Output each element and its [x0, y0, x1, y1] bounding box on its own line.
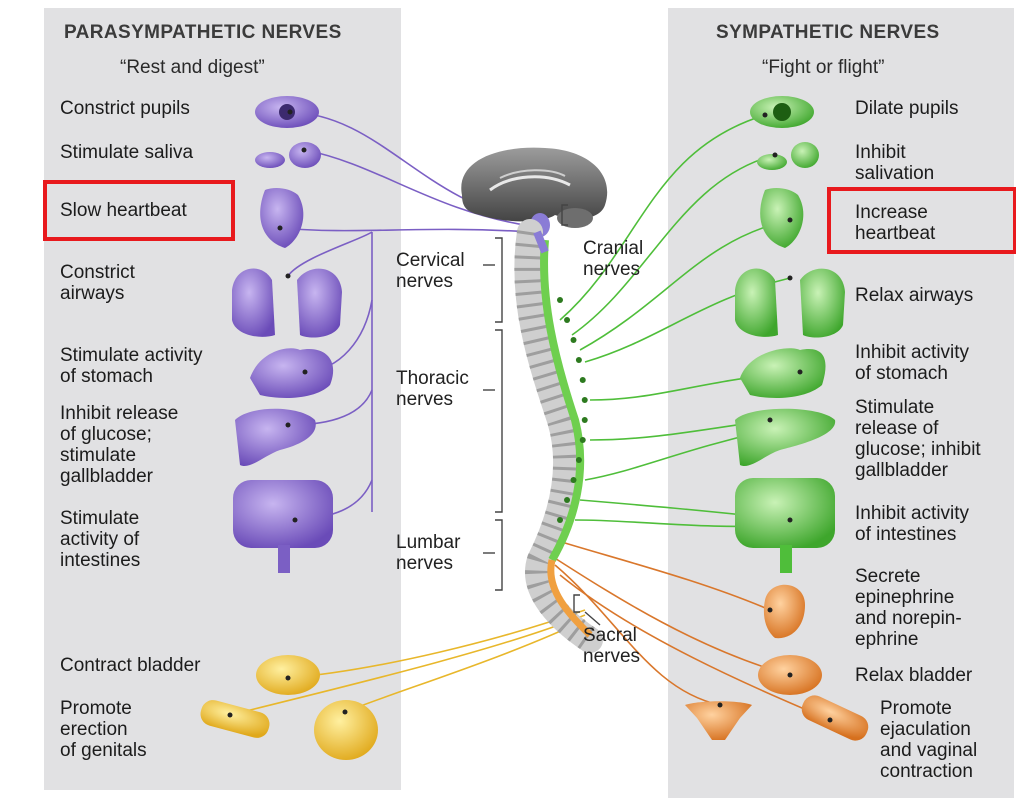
symp-liver-icon — [735, 409, 835, 466]
para-label-intestines: Stimulate activity of intestines — [60, 508, 140, 571]
sympathetic-title: SYMPATHETIC NERVES — [716, 22, 940, 44]
sympathetic-ganglion — [576, 357, 582, 363]
highlight-increase-heartbeat — [827, 187, 1016, 254]
highlight-slow-heartbeat — [43, 180, 235, 241]
sympathetic-ganglion — [564, 497, 570, 503]
sacral-nerves-label: Sacral nerves — [583, 625, 640, 667]
symp-salivary-icon — [757, 142, 819, 170]
parasympathetic-subtitle: “Rest and digest” — [120, 57, 265, 79]
sympathetic-subtitle: “Fight or flight” — [762, 57, 884, 79]
para-genitals-icon — [198, 697, 378, 760]
para-label-airways: Constrict airways — [60, 262, 135, 304]
para-intestines-icon — [233, 480, 333, 573]
para-label-stomach: Stimulate activity of stomach — [60, 345, 203, 387]
sympathetic-ganglion — [582, 417, 588, 423]
symp-label-glucose: Stimulate release of glucose; inhibit ga… — [855, 397, 981, 481]
sympathetic-ganglion — [557, 297, 563, 303]
sympathetic-ganglion — [571, 337, 577, 343]
sympathetic-ganglion — [564, 317, 570, 323]
thoracic-nerves-label: Thoracic nerves — [396, 368, 469, 410]
para-liver-icon — [235, 409, 316, 466]
parasympathetic-title: PARASYMPATHETIC NERVES — [64, 22, 342, 44]
sympathetic-ganglion — [580, 377, 586, 383]
para-label-glucose: Inhibit release of glucose; stimulate ga… — [60, 403, 178, 487]
symp-label-airways: Relax airways — [855, 285, 973, 306]
cranial-nerves-label: Cranial nerves — [583, 238, 643, 280]
symp-label-epinephrine: Secrete epinephrine and norepin- ephrine — [855, 566, 962, 650]
cervical-nerves-label: Cervical nerves — [396, 250, 465, 292]
para-label-bladder: Contract bladder — [60, 655, 200, 676]
para-label-pupils: Constrict pupils — [60, 98, 190, 119]
sympathetic-ganglion — [557, 517, 563, 523]
symp-label-bladder: Relax bladder — [855, 665, 972, 686]
symp-label-pupils: Dilate pupils — [855, 98, 959, 119]
symp-label-intestines: Inhibit activity of intestines — [855, 503, 969, 545]
para-bladder-icon — [256, 655, 320, 695]
symp-stomach-icon — [740, 348, 826, 398]
symp-label-stomach: Inhibit activity of stomach — [855, 342, 969, 384]
para-salivary-icon — [255, 142, 321, 168]
sympathetic-ganglion — [571, 477, 577, 483]
para-label-genitals: Promote erection of genitals — [60, 698, 147, 761]
sympathetic-ganglion — [582, 397, 588, 403]
sympathetic-ganglion — [580, 437, 586, 443]
para-label-saliva: Stimulate saliva — [60, 142, 193, 163]
symp-genitals-icon — [685, 691, 872, 744]
symp-intestines-icon — [735, 478, 835, 573]
sympathetic-ganglion — [576, 457, 582, 463]
spinal-column — [527, 232, 590, 640]
symp-label-genitals: Promote ejaculation and vaginal contract… — [880, 698, 977, 782]
para-eye-icon — [255, 96, 319, 128]
lumbar-nerves-label: Lumbar nerves — [396, 532, 460, 574]
para-heart-icon — [260, 188, 303, 248]
symp-heart-icon — [760, 188, 803, 248]
symp-label-salivation: Inhibit salivation — [855, 142, 934, 184]
para-lungs-icon — [232, 269, 342, 338]
para-stomach-icon — [250, 348, 333, 398]
symp-eye-icon — [750, 96, 814, 128]
